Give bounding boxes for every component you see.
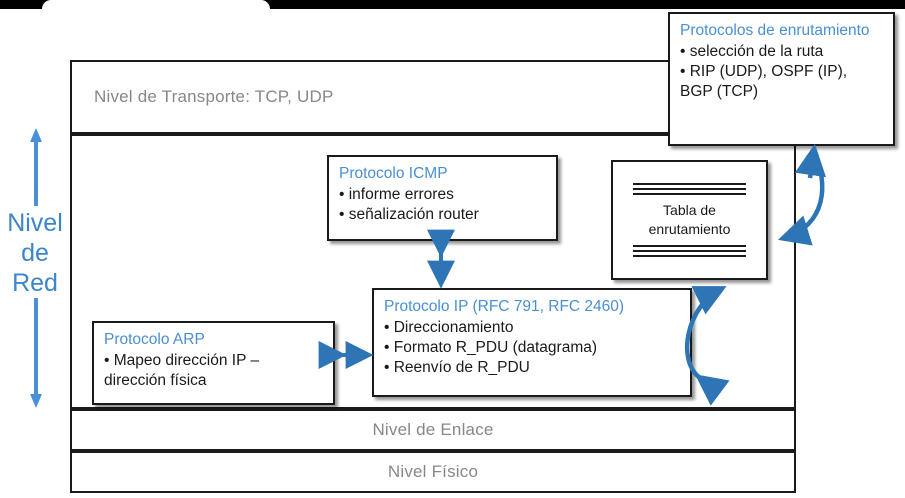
ip-line-3: • Reenvío de R_PDU — [384, 358, 530, 376]
routing-protocols-line-1: • selección de la ruta — [680, 42, 824, 60]
icmp-line-1: • informe errores — [339, 185, 454, 203]
ip-box: Protocolo IP (RFC 791, RFC 2460) • Direc… — [372, 288, 692, 397]
network-level-caption: Nivel de Red — [0, 208, 70, 298]
top-black-bar — [0, 0, 905, 9]
routing-protocols-box: Protocolos de enrutamiento • selección d… — [668, 12, 895, 146]
ip-title: Protocolo IP (RFC 791, RFC 2460) — [384, 298, 625, 315]
rule — [633, 254, 746, 257]
layer-enlace-label: Nivel de Enlace — [372, 420, 494, 439]
routing-protocols-title: Protocolos de enrutamiento — [680, 22, 870, 39]
arp-line-1: • Mapeo dirección IP – — [104, 351, 260, 369]
layer-enlace: Nivel de Enlace — [70, 409, 796, 451]
layer-fisico: Nivel Físico — [70, 451, 796, 493]
routing-protocols-line-3: BGP (TCP) — [680, 82, 759, 100]
routing-table-line-1: Tabla de — [663, 202, 716, 219]
arp-line-2: dirección física — [104, 371, 207, 389]
network-level-down-arrow — [30, 298, 42, 408]
icmp-box: Protocolo ICMP • informe errores • señal… — [327, 155, 558, 241]
ip-line-1: • Direccionamiento — [384, 318, 514, 336]
icmp-title: Protocolo ICMP — [339, 165, 448, 182]
top-bar-notch — [42, 0, 270, 9]
layer-fisico-label: Nivel Físico — [387, 462, 479, 481]
routing-table-top-rules — [633, 183, 746, 196]
routing-table-text: Tabla de enrutamiento — [649, 195, 731, 245]
rule — [633, 183, 746, 186]
rule — [633, 244, 746, 247]
rule — [633, 188, 746, 191]
layer-transport-label: Nivel de Transporte: TCP, UDP — [94, 87, 334, 106]
network-level-caption-line2: de — [21, 239, 49, 267]
arp-title: Protocolo ARP — [104, 331, 205, 348]
network-level-caption-line1: Nivel — [7, 209, 63, 237]
routing-table-bottom-rules — [633, 244, 746, 257]
routing-table-document: Tabla de enrutamiento — [611, 160, 768, 280]
network-level-caption-line3: Red — [12, 269, 58, 297]
network-level-up-arrow — [30, 128, 42, 206]
up-into-routing-protocols-arrow — [794, 143, 827, 179]
rule — [633, 249, 746, 252]
arp-box: Protocolo ARP • Mapeo dirección IP – dir… — [92, 321, 335, 405]
routing-protocols-line-2: • RIP (UDP), OSPF (IP), — [680, 62, 848, 80]
icmp-line-2: • señalización router — [339, 205, 479, 223]
routing-table-line-2: enrutamiento — [648, 220, 731, 237]
ip-line-2: • Formato R_PDU (datagrama) — [384, 338, 598, 356]
rule — [633, 193, 746, 196]
